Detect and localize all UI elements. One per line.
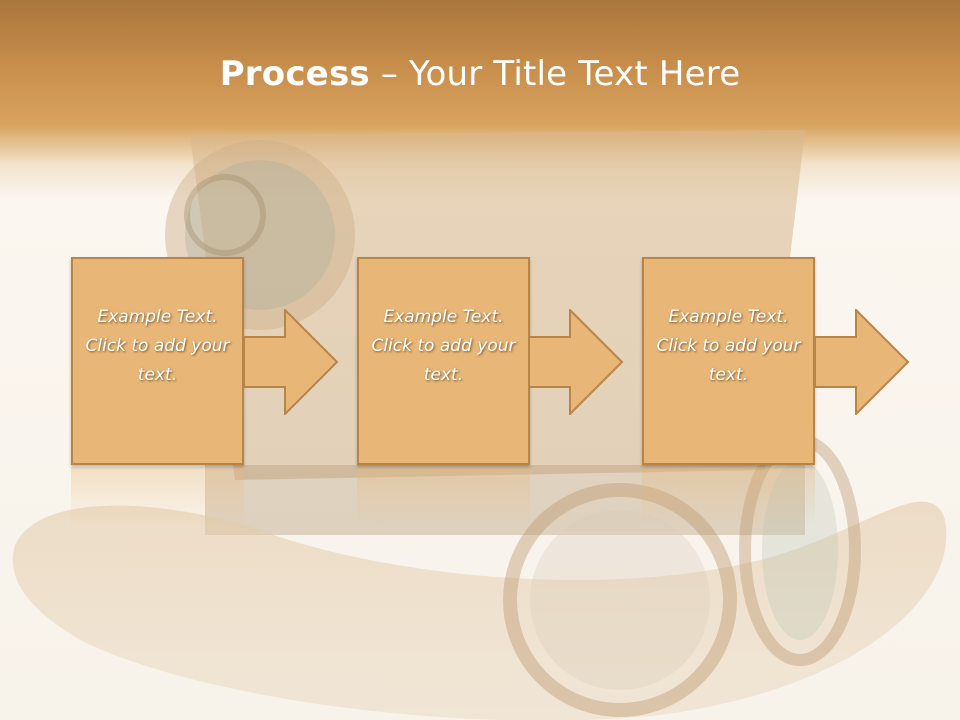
title-bold-text: Process [219,54,370,94]
step-1-arrow-icon [243,309,339,415]
step-2-text[interactable]: Example Text. Click to add your text. [371,306,516,385]
step-3-reflection [642,467,815,527]
step-2-reflection [357,467,530,527]
step-2-box[interactable]: Example Text. Click to add your text. [357,257,530,465]
step-3-text[interactable]: Example Text. Click to add your text. [656,306,801,385]
slide-title[interactable]: Process – Your Title Text Here [0,54,960,94]
step-1-text[interactable]: Example Text. Click to add your text. [85,306,230,385]
step-1-box[interactable]: Example Text. Click to add your text. [71,257,244,465]
step-3-arrow-icon [814,309,910,415]
step-2-arrow-icon [528,309,624,415]
step-1-reflection [71,467,244,527]
title-rest-text: – Your Title Text Here [369,54,741,94]
step-3-box[interactable]: Example Text. Click to add your text. [642,257,815,465]
